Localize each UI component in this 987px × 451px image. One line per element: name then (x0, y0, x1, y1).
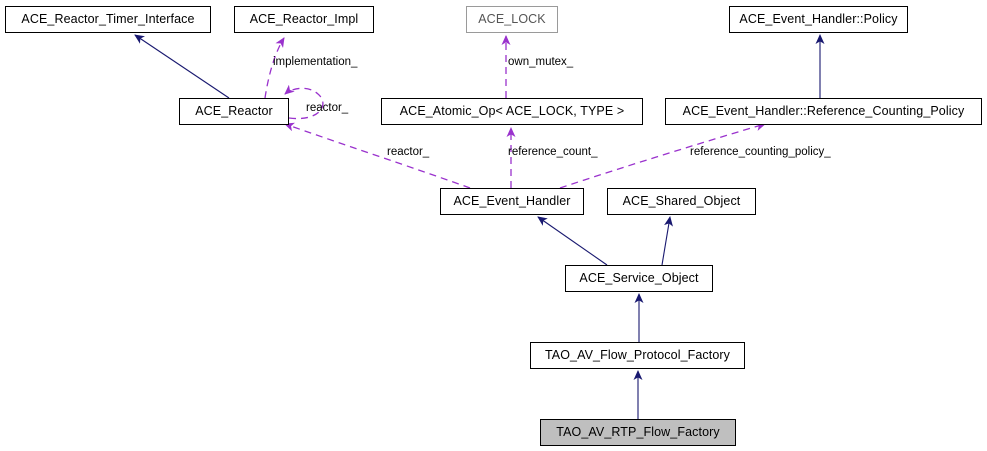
edge-label-reference-counting-policy: reference_counting_policy_ (690, 146, 831, 158)
class-node-ace-event-handler-reference-counting-policy[interactable]: ACE_Event_Handler::Reference_Counting_Po… (665, 98, 982, 125)
class-node-ace-reactor-timer-interface[interactable]: ACE_Reactor_Timer_Interface (5, 6, 211, 33)
edge-label-reference-count: reference_count_ (508, 146, 598, 158)
class-node-ace-lock[interactable]: ACE_LOCK (466, 6, 558, 33)
usage-edges (264, 35, 766, 189)
edge-event-handler-to-refcount-policy (559, 122, 766, 189)
edge-service-object-to-event-handler (537, 216, 608, 266)
edge-reactor-self-loop-reactor (284, 84, 324, 120)
class-node-ace-event-handler[interactable]: ACE_Event_Handler (440, 188, 584, 215)
edge-ace-reactor-to-timer-interface (134, 34, 230, 99)
edge-service-object-to-shared-object (661, 216, 673, 266)
class-node-ace-reactor[interactable]: ACE_Reactor (179, 98, 289, 125)
edge-event-handler-to-reactor-reactor (284, 122, 471, 189)
inheritance-edges (134, 34, 825, 419)
edge-label-reactor: reactor_ (387, 146, 430, 158)
class-node-tao-av-rtp-flow-factory[interactable]: TAO_AV_RTP_Flow_Factory (540, 419, 736, 446)
class-node-tao-av-flow-protocol-factory[interactable]: TAO_AV_Flow_Protocol_Factory (530, 342, 745, 369)
class-node-ace-reactor-impl[interactable]: ACE_Reactor_Impl (234, 6, 374, 33)
edge-label-reactor-self: reactor_ (306, 102, 349, 114)
class-node-ace-shared-object[interactable]: ACE_Shared_Object (607, 188, 756, 215)
class-node-ace-atomic-op[interactable]: ACE_Atomic_Op< ACE_LOCK, TYPE > (381, 98, 643, 125)
class-node-ace-service-object[interactable]: ACE_Service_Object (565, 265, 713, 292)
edge-label-implementation: implementation_ (273, 56, 358, 68)
edge-label-own-mutex: own_mutex_ (508, 56, 574, 68)
edge-reactor-to-reactor-impl-implementation (264, 37, 285, 99)
class-node-ace-event-handler-policy[interactable]: ACE_Event_Handler::Policy (729, 6, 908, 33)
